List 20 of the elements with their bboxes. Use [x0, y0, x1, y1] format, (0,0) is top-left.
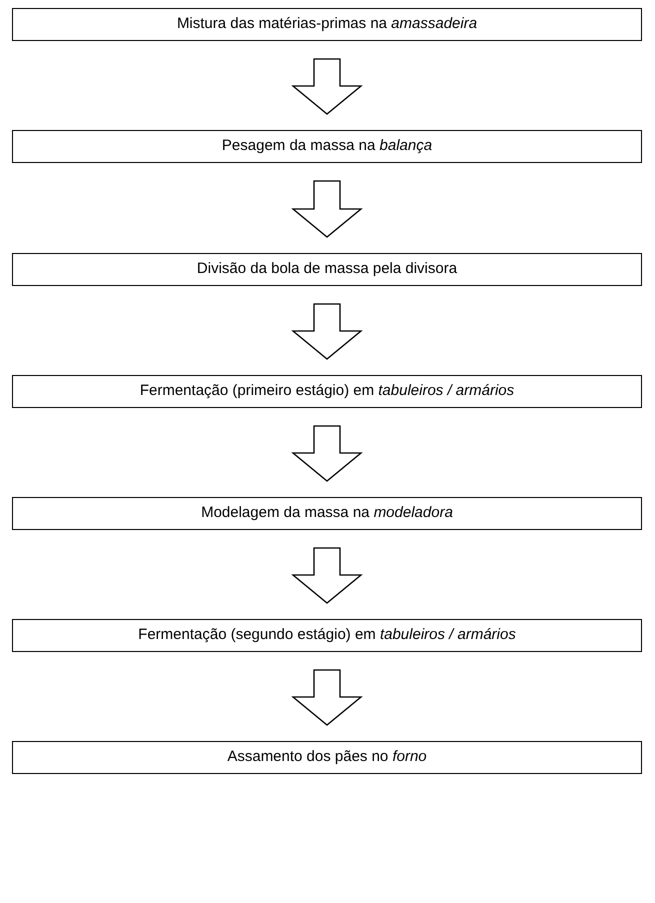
step-text: Modelagem da massa na modeladora	[201, 503, 453, 524]
hollow-arrow	[291, 547, 363, 604]
step-text: Fermentação (primeiro estágio) em tabuleiros / armários	[140, 381, 514, 402]
process-box	[12, 619, 642, 652]
step-text: Assamento dos pães no forno	[227, 747, 427, 768]
process-box	[12, 741, 642, 774]
process-box	[12, 8, 642, 41]
step-text: Divisão da bola de massa pela divisora	[196, 259, 458, 280]
process-box	[12, 253, 642, 286]
process-box	[12, 130, 642, 163]
hollow-arrow	[291, 58, 363, 115]
hollow-arrow	[291, 303, 363, 360]
process-box	[12, 497, 642, 530]
process-box	[12, 375, 642, 408]
step-text: Mistura das matérias-primas na amassadeira	[176, 14, 478, 34]
step-text: Pesagem da massa na balança	[222, 136, 432, 156]
hollow-arrow	[291, 180, 363, 238]
step-text: Fermentação (segundo estágio) em tabuleiros / armários	[138, 625, 516, 646]
hollow-arrow	[291, 669, 363, 726]
hollow-arrow	[291, 425, 363, 482]
